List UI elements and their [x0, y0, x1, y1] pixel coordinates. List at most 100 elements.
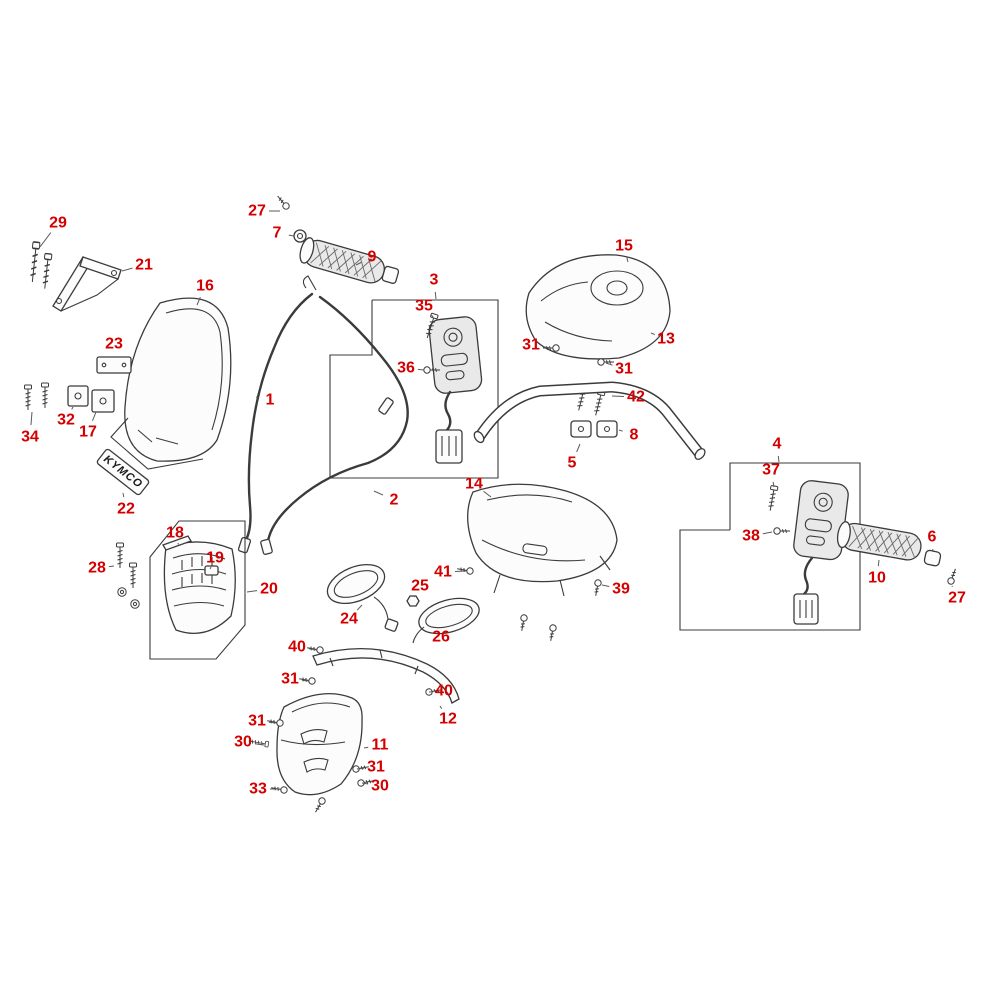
leader-line-22 [122, 492, 125, 498]
leader-line-19 [209, 566, 212, 570]
leader-line-42 [611, 395, 625, 397]
leader-line-13 [650, 332, 656, 336]
callout-29: 29 [49, 215, 67, 232]
mount-plate [96, 356, 132, 374]
windshield [110, 297, 232, 470]
mirror-nut [406, 595, 420, 607]
garnish-bolts [116, 542, 140, 609]
callout-34: 34 [21, 429, 39, 446]
callout-20: 20 [260, 581, 278, 598]
leader-line-37 [772, 481, 775, 488]
leader-line-28 [108, 565, 115, 568]
leader-line-10 [877, 559, 880, 567]
callout-24: 24 [340, 611, 358, 628]
callout-39: 39 [612, 581, 630, 598]
leader-line-30 [361, 782, 369, 785]
leader-line-26 [432, 626, 434, 628]
callout-26: 26 [432, 629, 450, 646]
callout-38: 38 [742, 528, 760, 545]
right-grip [836, 521, 922, 561]
callout-10: 10 [868, 570, 886, 587]
callout-27: 27 [948, 590, 966, 607]
leader-line-31 [301, 679, 310, 682]
bracket-screw-set [24, 382, 115, 413]
leader-line-9 [355, 261, 362, 266]
callout-27: 27 [248, 203, 266, 220]
leader-line-17 [91, 411, 97, 422]
callout-14: 14 [465, 476, 483, 493]
left-grip [299, 237, 400, 284]
callout-42: 42 [627, 389, 645, 406]
leader-line-8 [618, 429, 623, 432]
leader-line-31 [542, 346, 552, 349]
callout-6: 6 [928, 529, 937, 546]
callout-18: 18 [166, 525, 184, 542]
leader-line-29 [39, 232, 52, 248]
callout-15: 15 [615, 238, 633, 255]
grip-end-cap [923, 549, 959, 586]
leader-line-38 [762, 531, 773, 535]
throttle-cables [237, 275, 409, 555]
callout-8: 8 [630, 427, 639, 444]
leader-line-36 [417, 368, 425, 371]
windshield-stay-bracket [52, 256, 122, 312]
callout-25: 25 [411, 578, 429, 595]
callout-33: 33 [249, 781, 267, 798]
callout-21: 21 [135, 257, 153, 274]
leader-line-4 [777, 455, 780, 463]
leader-line-21 [121, 267, 133, 272]
leader-line-7 [288, 234, 295, 237]
leader-line-14 [483, 490, 492, 498]
right-switch-assembly [679, 462, 861, 631]
handlebar [473, 381, 706, 460]
callout-28: 28 [88, 560, 106, 577]
callout-31: 31 [522, 337, 540, 354]
leader-line-15 [626, 257, 629, 263]
callout-7: 7 [273, 225, 282, 242]
callout-37: 37 [762, 462, 780, 479]
callout-31: 31 [248, 713, 266, 730]
callout-19: 19 [206, 550, 224, 567]
callout-31: 31 [615, 361, 633, 378]
callout-5: 5 [568, 455, 577, 472]
callout-3: 3 [430, 272, 439, 289]
leader-line-24 [356, 604, 363, 611]
windshield-garnish-assembly [149, 520, 246, 660]
callout-30: 30 [234, 734, 252, 751]
callout-13: 13 [657, 331, 675, 348]
callout-32: 32 [57, 412, 75, 429]
mirror-b [412, 597, 480, 644]
mirror-a [326, 563, 399, 632]
front-lower-cover [276, 693, 363, 796]
callout-1: 1 [266, 392, 275, 409]
leader-line-40 [308, 648, 318, 651]
brand-sticker: KYMCO [96, 448, 150, 496]
leader-line-39 [601, 584, 610, 588]
leader-line-5 [576, 443, 581, 453]
callout-35: 35 [415, 298, 433, 315]
callout-23: 23 [105, 336, 123, 353]
callout-17: 17 [79, 424, 97, 441]
stay-bolts [28, 241, 53, 290]
cover-trim-strip [312, 648, 460, 704]
callout-4: 4 [773, 436, 782, 453]
left-switch-assembly [329, 299, 499, 479]
leader-line-11 [363, 746, 369, 749]
callout-2: 2 [390, 492, 399, 509]
leader-line-31 [356, 767, 365, 770]
handle-cover-upper [525, 254, 671, 417]
leader-line-35 [431, 314, 434, 318]
leader-line-31 [268, 721, 278, 724]
handlebar-clamp [570, 420, 618, 438]
callout-12: 12 [439, 711, 457, 728]
callout-31: 31 [281, 671, 299, 688]
callout-30: 30 [371, 778, 389, 795]
callout-11: 11 [372, 737, 389, 754]
leader-line-20 [246, 590, 258, 593]
leader-line-3 [434, 291, 437, 300]
leader-line-30 [254, 743, 265, 746]
leader-line-16 [196, 296, 201, 306]
